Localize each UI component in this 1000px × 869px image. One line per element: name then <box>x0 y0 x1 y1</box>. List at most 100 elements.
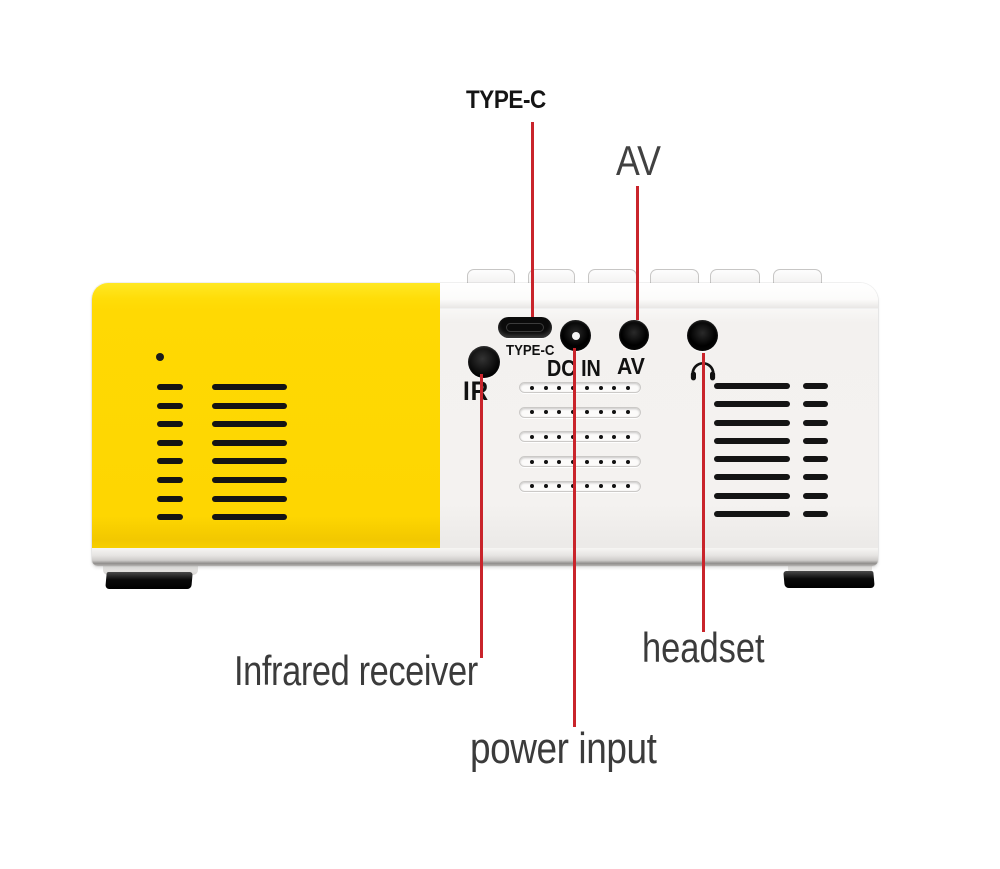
speaker-hole <box>584 410 589 415</box>
left-foot-base <box>103 564 198 575</box>
speaker-hole <box>557 459 562 464</box>
speaker-hole <box>529 410 534 415</box>
speaker-hole <box>529 434 534 439</box>
speaker-hole <box>584 484 589 489</box>
vent-slot <box>157 439 183 446</box>
speaker-hole <box>612 484 617 489</box>
callout-line-type-c <box>531 122 534 317</box>
callout-label-power-input: power input <box>470 724 657 773</box>
vent-slot <box>157 514 183 521</box>
vent-slot <box>212 384 287 390</box>
vent-slot <box>714 511 790 518</box>
vent-slot <box>803 474 828 481</box>
callout-line-power <box>573 348 576 727</box>
vent-slot <box>714 474 790 481</box>
vent-slot <box>212 495 287 502</box>
right-foot-pad <box>783 571 875 588</box>
type-c-port <box>498 317 552 338</box>
speaker-hole <box>584 434 589 439</box>
speaker-slot <box>519 456 641 468</box>
speaker-hole <box>543 459 548 464</box>
vent-slot <box>803 456 828 463</box>
vent-slot <box>803 419 828 426</box>
speaker-hole <box>557 484 562 489</box>
vent-slot <box>714 401 790 408</box>
bottom-edge-strip <box>92 548 878 566</box>
right-vent-long-column <box>714 383 790 518</box>
left-vent-short-column <box>157 384 183 521</box>
speaker-hole <box>598 484 603 489</box>
callout-line-av <box>636 186 639 320</box>
speaker-hole <box>612 410 617 415</box>
callout-label-infrared-receiver: Infrared receiver <box>234 647 478 694</box>
callout-label-headset: headset <box>642 624 765 671</box>
speaker-hole <box>529 459 534 464</box>
speaker-slot <box>519 406 641 418</box>
panel-label-av: AV <box>617 353 645 379</box>
speaker-hole <box>543 484 548 489</box>
top-face-button <box>528 269 575 287</box>
vent-slot <box>212 458 287 465</box>
speaker-hole <box>598 459 603 464</box>
speaker-hole <box>584 459 589 464</box>
speaker-slot <box>519 431 641 443</box>
speaker-hole <box>612 459 617 464</box>
speaker-slot <box>519 382 641 393</box>
panel-label-type-c: TYPE-C <box>506 342 555 359</box>
speaker-hole <box>626 385 631 390</box>
speaker-hole <box>612 385 617 390</box>
vent-slot <box>212 421 287 428</box>
vent-slot <box>803 383 828 389</box>
vent-slot <box>714 456 790 463</box>
left-foot-pad <box>105 572 193 589</box>
callout-line-infrared <box>480 374 483 658</box>
speaker-hole <box>626 459 631 464</box>
right-foot-base <box>788 565 872 574</box>
speaker-hole <box>529 385 534 390</box>
vent-slot <box>157 495 183 502</box>
speaker-hole <box>557 385 562 390</box>
speaker-hole <box>557 410 562 415</box>
panel-label-ir: IR <box>463 376 490 406</box>
vent-slot <box>714 383 790 389</box>
vent-slot <box>157 402 183 409</box>
vent-slot <box>212 476 287 483</box>
vent-slot <box>803 511 828 518</box>
vent-slot <box>714 492 790 499</box>
speaker-hole <box>626 434 631 439</box>
vent-slot <box>714 419 790 426</box>
yellow-side-panel <box>92 283 440 548</box>
speaker-hole <box>598 410 603 415</box>
speaker-hole <box>557 434 562 439</box>
top-face-button <box>650 269 699 287</box>
speaker-hole <box>612 434 617 439</box>
top-face-button <box>773 269 822 287</box>
vent-slot <box>803 437 828 444</box>
speaker-grille <box>519 382 641 492</box>
reset-pinhole <box>156 353 164 361</box>
speaker-slot <box>519 480 641 492</box>
left-vent-long-column <box>212 384 287 521</box>
speaker-hole <box>626 484 631 489</box>
ir-receiver-window <box>468 346 500 378</box>
speaker-hole <box>543 410 548 415</box>
speaker-hole <box>598 434 603 439</box>
speaker-hole <box>598 385 603 390</box>
callout-label-type-c: TYPE-C <box>466 86 546 114</box>
vent-slot <box>157 384 183 390</box>
callout-line-headset <box>702 353 705 632</box>
dc-in-jack <box>560 320 591 351</box>
headset-jack <box>687 320 718 351</box>
speaker-hole <box>543 385 548 390</box>
speaker-hole <box>584 385 589 390</box>
av-jack <box>619 320 649 350</box>
speaker-hole <box>543 434 548 439</box>
vent-slot <box>212 402 287 409</box>
top-face-button <box>710 269 760 287</box>
top-face-button <box>467 269 515 287</box>
vent-slot <box>212 439 287 446</box>
vent-slot <box>157 421 183 428</box>
vent-slot <box>157 476 183 483</box>
vent-slot <box>803 401 828 408</box>
